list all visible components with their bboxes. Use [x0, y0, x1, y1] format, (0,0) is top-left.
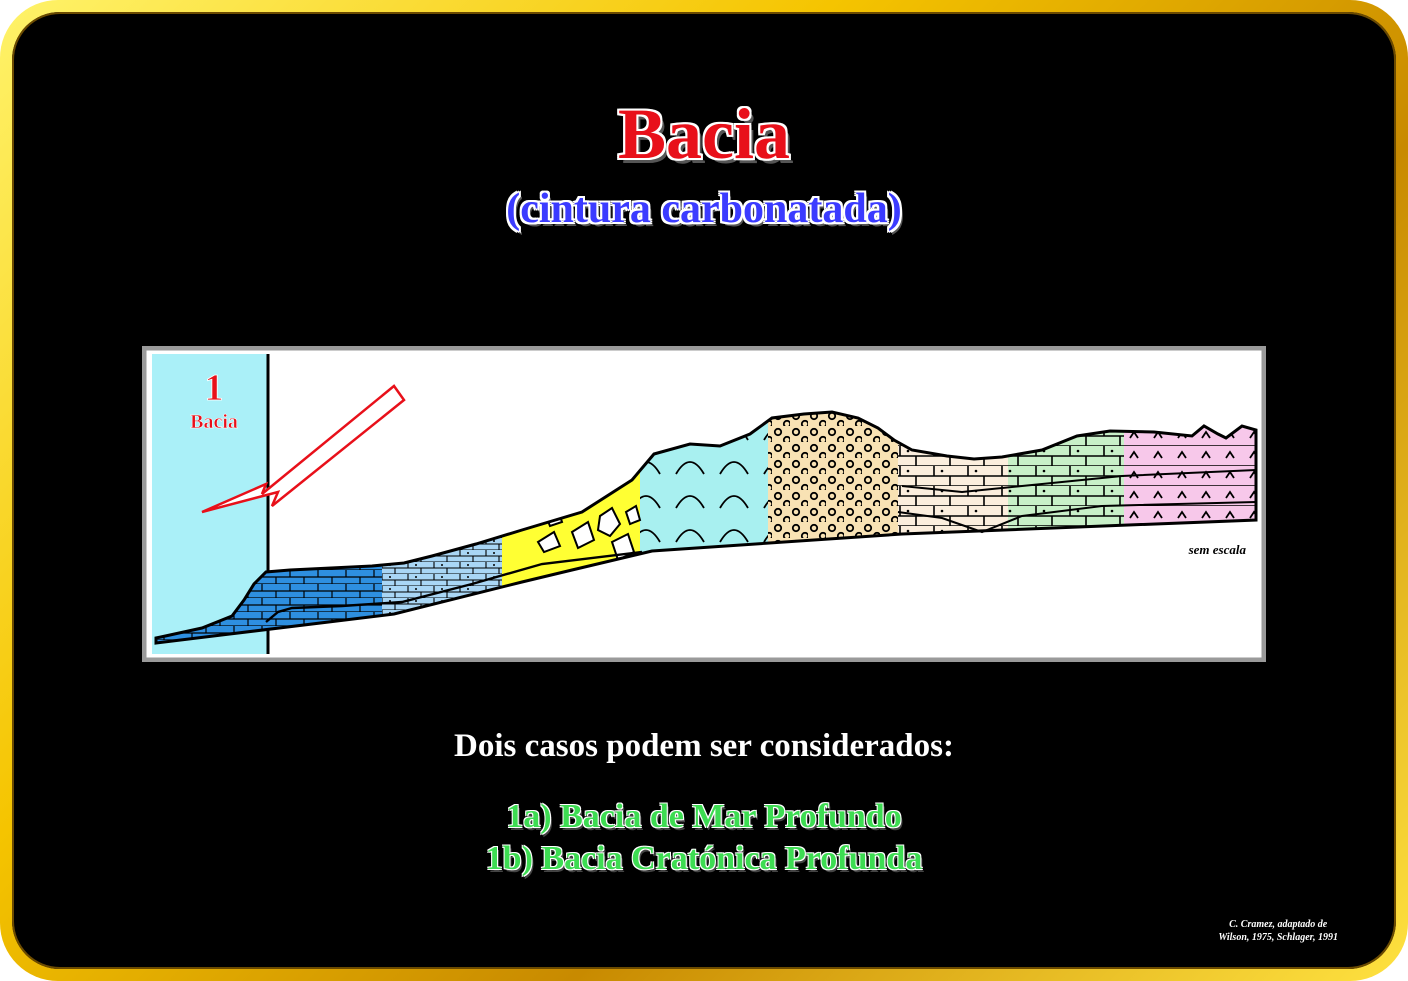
credit-note: C. Cramez, adaptado de Wilson, 1975, Sch…: [1218, 918, 1338, 944]
case-1b: 1b) Bacia Cratónica Profunda: [485, 840, 923, 877]
breccia-clasts: [536, 504, 642, 562]
slide-panel: Bacia (cintura carbonatada): [12, 12, 1396, 969]
slope-base-line: [265, 550, 643, 623]
case-1a: 1a) Bacia de Mar Profundo: [506, 798, 902, 835]
platform-layer-line-upper: [901, 469, 1257, 494]
credit-line-2: Wilson, 1975, Schlager, 1991: [1218, 932, 1338, 943]
basin-pointer-arrow-icon: [201, 384, 406, 514]
panel-number: 1: [205, 367, 224, 409]
cross-section-outline: [154, 410, 1258, 645]
slide-title: Bacia: [618, 94, 790, 174]
platform-layer-line: [897, 501, 1257, 534]
slide-subtitle: (cintura carbonatada): [506, 186, 902, 232]
intro-text: Dois casos podem ser considerados:: [454, 728, 954, 764]
credit-line-1: C. Cramez, adaptado de: [1229, 919, 1328, 930]
panel-label: Bacia: [190, 411, 238, 433]
carbonate-belt-diagram: 1 Bacia: [142, 346, 1266, 662]
scale-note: sem escala: [1188, 542, 1247, 557]
